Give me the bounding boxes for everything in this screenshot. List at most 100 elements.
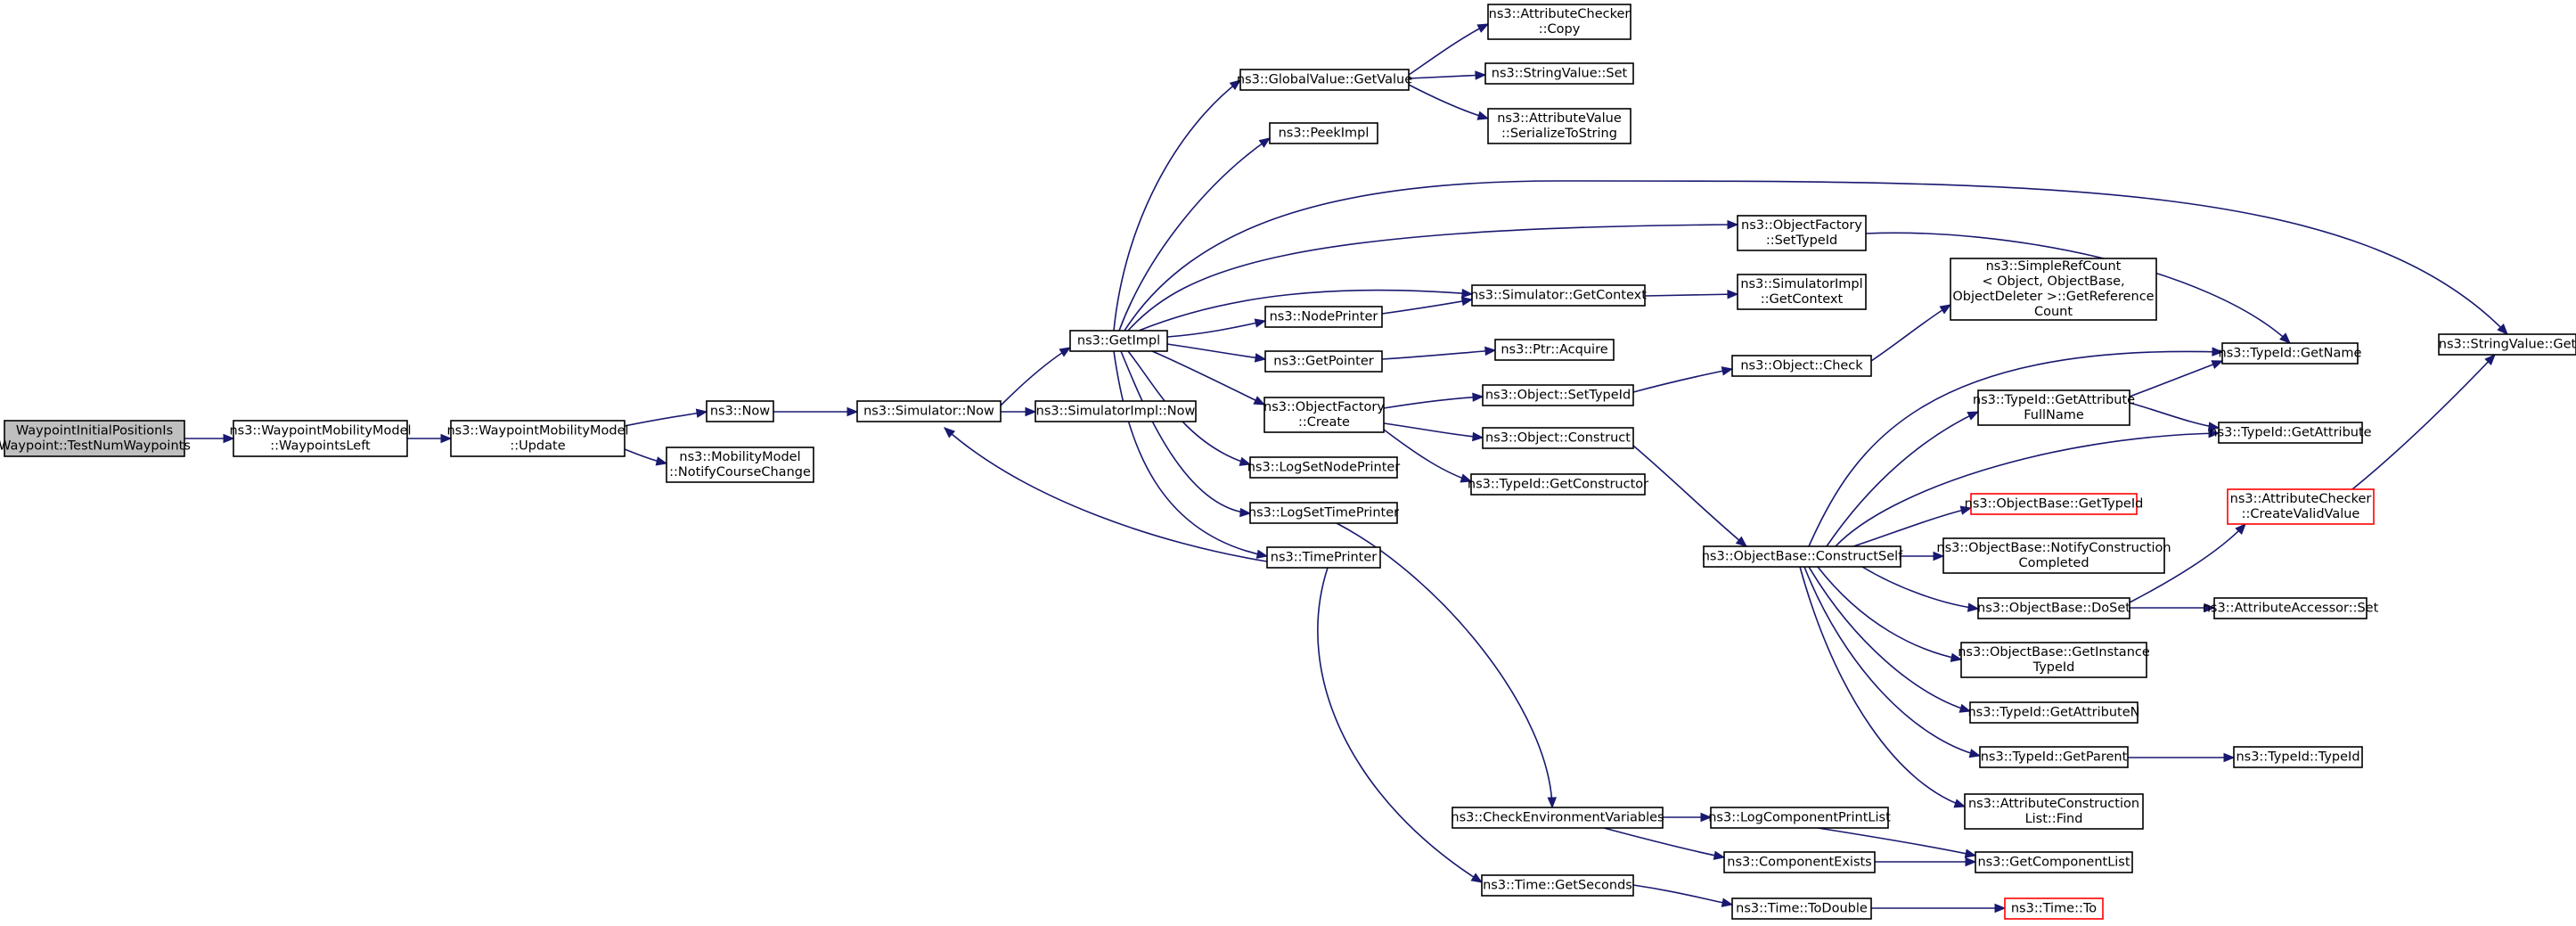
call-nodes: WaypointInitialPositionIsWaypoint::TestN… xyxy=(0,4,2576,920)
call-edge xyxy=(1120,350,1252,518)
call-edge xyxy=(2129,402,2220,431)
node-label: ::GetContext xyxy=(1761,292,1844,307)
call-edge xyxy=(1803,566,1982,758)
node-ptracquire[interactable]: ns3::Ptr::Acquire xyxy=(1494,339,1615,361)
node-label: ns3::ObjectBase::GetTypeId xyxy=(1965,497,2144,512)
node-peekimpl[interactable]: ns3::PeekImpl xyxy=(1269,122,1378,144)
node-timeprinter[interactable]: ns3::TimePrinter xyxy=(1266,546,1381,569)
node-timeto[interactable]: ns3::Time::To xyxy=(2004,897,2104,920)
node-label: ns3::WaypointMobilityModel xyxy=(229,424,411,438)
node-objconstruct[interactable]: ns3::Object::Construct xyxy=(1482,427,1634,449)
node-ofcreate[interactable]: ns3::ObjectFactory::Create xyxy=(1263,397,1385,433)
node-svset[interactable]: ns3::StringValue::Set xyxy=(1484,62,1634,85)
call-edge xyxy=(1383,422,1484,442)
node-objsettypeid[interactable]: ns3::Object::SetTypeId xyxy=(1482,384,1634,406)
node-srcount[interactable]: ns3::SimpleRefCount< Object, ObjectBase,… xyxy=(1950,258,2157,321)
node-timegetseconds[interactable]: ns3::Time::GetSeconds xyxy=(1481,874,1634,897)
node-nodeprinter[interactable]: ns3::NodePrinter xyxy=(1264,306,1383,328)
node-notifycourse[interactable]: ns3::MobilityModel::NotifyCourseChange xyxy=(666,447,814,483)
node-label: ns3::CheckEnvironmentVariables xyxy=(1451,811,1664,825)
node-now[interactable]: ns3::Now xyxy=(706,400,774,422)
node-obgettypeid[interactable]: ns3::ObjectBase::GetTypeId xyxy=(1965,493,2144,515)
node-logcomplist[interactable]: ns3::LogComponentPrintList xyxy=(1708,807,1891,829)
call-edge xyxy=(1603,827,1726,860)
node-label: List::Find xyxy=(2025,812,2083,826)
call-edge xyxy=(1383,429,1473,483)
call-edge xyxy=(1875,856,1977,867)
call-edge xyxy=(1808,347,2224,547)
node-getpointer[interactable]: ns3::GetPointer xyxy=(1264,350,1383,373)
node-label: ns3::GetImpl xyxy=(1077,334,1160,348)
call-edge xyxy=(1127,219,1739,332)
node-tidgetattrn[interactable]: ns3::TypeId::GetAttributeN xyxy=(1967,701,2140,724)
node-label: ::CreateValidValue xyxy=(2242,507,2360,521)
node-label: ns3::TypeId::GetAttributeN xyxy=(1967,706,2139,720)
node-label: FullName xyxy=(2024,408,2084,422)
node-label: ns3::NodePrinter xyxy=(1270,310,1378,324)
node-accreate[interactable]: ns3::AttributeChecker::CreateValidValue xyxy=(2227,488,2375,525)
call-edge xyxy=(1817,827,1977,858)
node-tidtypeid[interactable]: ns3::TypeId::TypeId xyxy=(2233,746,2363,768)
node-objcheck[interactable]: ns3::Object::Check xyxy=(1731,355,1872,377)
node-simimplnow[interactable]: ns3::SimulatorImpl::Now xyxy=(1034,400,1197,422)
node-compexists[interactable]: ns3::ComponentExists xyxy=(1723,851,1876,873)
node-root[interactable]: WaypointInitialPositionIsWaypoint::TestN… xyxy=(0,420,191,457)
node-timetodouble[interactable]: ns3::Time::ToDouble xyxy=(1731,897,1872,920)
node-obdoset[interactable]: ns3::ObjectBase::DoSet xyxy=(1977,597,2130,619)
node-tidgetname[interactable]: ns3::TypeId::GetName xyxy=(2219,342,2362,365)
node-label: ns3::Object::Construct xyxy=(1485,431,1631,446)
call-edges xyxy=(184,23,2508,914)
call-edge xyxy=(1644,289,1739,299)
node-label: < Object, ObjectBase, xyxy=(1982,275,2124,289)
node-label: ::Update xyxy=(510,439,565,454)
call-edge xyxy=(624,448,668,466)
node-ofsettypeid[interactable]: ns3::ObjectFactory::SetTypeId xyxy=(1737,215,1867,251)
call-edge xyxy=(1381,346,1497,360)
node-simnow[interactable]: ns3::Simulator::Now xyxy=(856,400,1002,422)
node-label: ns3::TypeId::GetParent xyxy=(1981,750,2128,765)
node-label: ns3::SimpleRefCount xyxy=(1986,259,2122,274)
node-avserialize[interactable]: ns3::AttributeValue::SerializeToString xyxy=(1487,108,1631,144)
node-getcomplist[interactable]: ns3::GetComponentList xyxy=(1975,851,2133,873)
node-gvgetvalue[interactable]: ns3::GlobalValue::GetValue xyxy=(1237,69,1412,91)
node-label: ns3::TypeId::GetConstructor xyxy=(1468,478,1648,492)
call-edge xyxy=(1317,567,1484,883)
node-label: ::Copy xyxy=(1539,22,1581,37)
node-aaset[interactable]: ns3::AttributeAccessor::Set xyxy=(2203,597,2379,619)
node-obnotify[interactable]: ns3::ObjectBase::NotifyConstructionCompl… xyxy=(1936,537,2171,574)
node-getimpl[interactable]: ns3::GetImpl xyxy=(1069,330,1168,352)
node-accopy[interactable]: ns3::AttributeChecker::Copy xyxy=(1487,4,1631,40)
node-logsetnodeprinter[interactable]: ns3::LogSetNodePrinter xyxy=(1247,456,1401,479)
call-edge xyxy=(1826,411,1980,547)
call-edge xyxy=(1799,566,1967,808)
node-label: ns3::ObjectBase::DoSet xyxy=(1977,602,2130,616)
node-tidgetattr[interactable]: ns3::TypeId::GetAttribute xyxy=(2209,422,2372,444)
node-label: ::Create xyxy=(1298,415,1350,430)
node-constructself[interactable]: ns3::ObjectBase::ConstructSelf xyxy=(1702,545,1903,568)
call-edge xyxy=(1901,551,1945,561)
node-label: ns3::TimePrinter xyxy=(1271,551,1378,565)
node-getconstructor[interactable]: ns3::TypeId::GetConstructor xyxy=(1468,473,1648,496)
node-waypointsleft[interactable]: ns3::WaypointMobilityModel::WaypointsLef… xyxy=(229,420,412,457)
node-simimplgetcontext[interactable]: ns3::SimulatorImpl::GetContext xyxy=(1737,274,1867,310)
node-label: Waypoint::TestNumWaypoints xyxy=(0,439,191,454)
node-svget[interactable]: ns3::StringValue::Get xyxy=(2438,333,2576,356)
node-label: ns3::Time::To xyxy=(2011,902,2097,916)
call-edge xyxy=(1817,566,1963,662)
call-edge xyxy=(184,433,235,444)
node-label: ns3::GetPointer xyxy=(1273,355,1374,369)
node-simgetcontext[interactable]: ns3::Simulator::GetContext xyxy=(1470,284,1647,307)
node-tidgetparent[interactable]: ns3::TypeId::GetParent xyxy=(1979,746,2129,768)
call-edge xyxy=(1852,505,1973,547)
node-label: ::SetTypeId xyxy=(1766,234,1837,248)
node-logsettimeprinter[interactable]: ns3::LogSetTimePrinter xyxy=(1248,502,1399,524)
node-label: ns3::AttributeChecker xyxy=(2230,492,2372,506)
node-update[interactable]: ns3::WaypointMobilityModel::Update xyxy=(446,420,629,457)
node-checkenv[interactable]: ns3::CheckEnvironmentVariables xyxy=(1451,807,1664,829)
node-label: ns3::SimulatorImpl xyxy=(1740,277,1862,291)
node-label: ns3::TypeId::TypeId xyxy=(2236,750,2359,765)
